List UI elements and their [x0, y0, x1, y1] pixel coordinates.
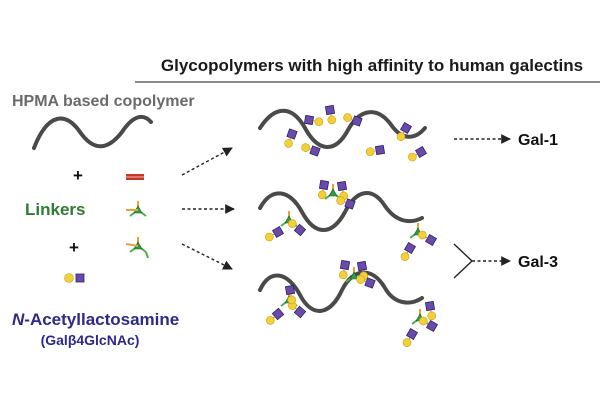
glycopolymer-1 [258, 104, 427, 163]
plus-sign-2: + [69, 238, 79, 257]
dashed-arrow-icon [181, 147, 233, 176]
wavy-polymer-icon [32, 114, 153, 150]
glcnac-square-icon [75, 273, 85, 283]
glycopolymer-3 [258, 259, 438, 349]
glycopolymer-2 [258, 179, 437, 263]
plus-sign: + [73, 166, 83, 185]
linkers-label: Linkers [25, 200, 85, 219]
dashed-arrow-icon [181, 243, 233, 270]
sugar-name: N-Acetyllactosamine [12, 310, 179, 329]
disaccharide-icon [64, 273, 85, 283]
sugar-formula: (Galβ4GlcNAc) [41, 332, 140, 348]
polymer-label: HPMA based copolymer [12, 93, 195, 110]
target-gal-1: Gal-1 [518, 132, 558, 149]
branched-linker-icon [125, 236, 149, 259]
trivalent-linker-icon [126, 200, 147, 217]
galactose-circle-icon [64, 273, 74, 283]
target-gal-3: Gal-3 [518, 254, 558, 271]
header-title: Glycopolymers with high affinity to huma… [161, 56, 583, 75]
merge-arrow-icon [453, 243, 474, 279]
